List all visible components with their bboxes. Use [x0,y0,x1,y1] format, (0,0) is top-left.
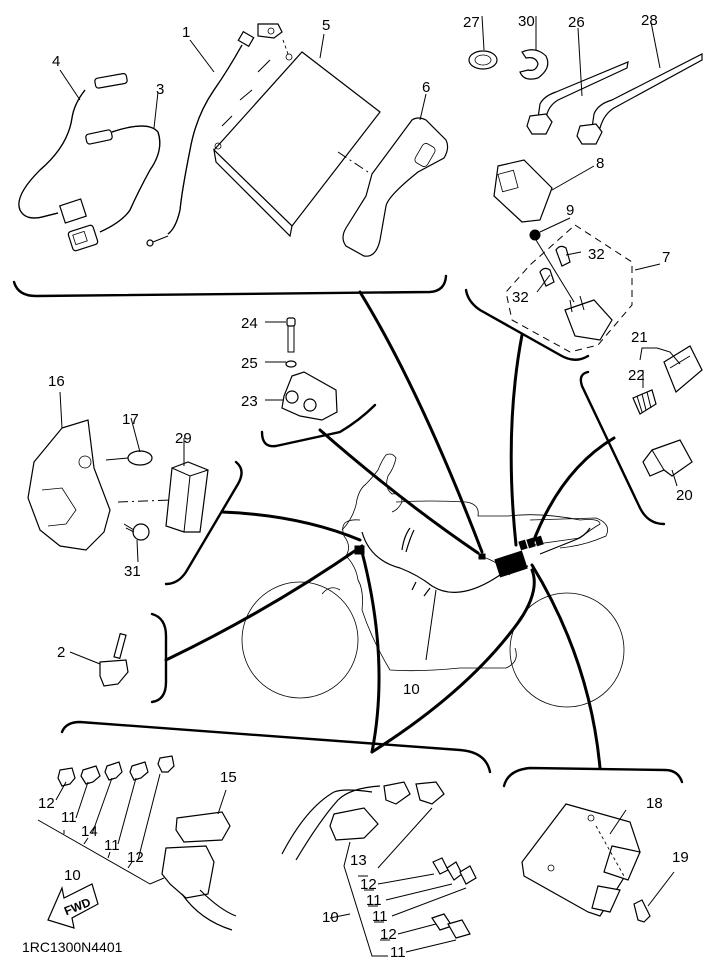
bracket-sensor-group [150,612,168,704]
callout-26[interactable]: 26 [568,14,585,31]
callout-1[interactable]: 1 [182,24,190,41]
part-19-bolt [633,899,651,923]
part-23-sensor [281,371,338,421]
part-20-connector [642,439,693,477]
callout-17[interactable]: 17 [122,411,139,428]
callout-10-center[interactable]: 10 [403,681,420,698]
part-25-washer [285,360,297,368]
part-17-clamp [105,450,153,466]
part-22-seal [632,389,657,415]
front-harness-parts [37,755,237,931]
callout-16[interactable]: 16 [48,373,65,390]
callout-32-upper[interactable]: 32 [588,246,605,263]
part-3-lead-wire [67,125,161,252]
callout-25[interactable]: 25 [241,355,258,372]
callout-30[interactable]: 30 [518,13,535,30]
callout-8[interactable]: 8 [596,155,604,172]
bracket-rectifier-group [502,766,684,788]
callout-10-front[interactable]: 10 [64,867,81,884]
part-31-screw [123,523,150,541]
callout-4[interactable]: 4 [52,53,60,70]
callout-leaders [55,15,681,907]
callout-32-lower[interactable]: 32 [512,289,529,306]
callout-22[interactable]: 22 [628,367,645,384]
part-30-clamp [519,49,549,80]
callout-11-rear-a[interactable]: 11 [366,892,382,909]
bracket-connector-group [579,370,666,526]
part-26-cable-tie [526,61,629,135]
harness-connector-small-3 [534,535,544,547]
part-29-ecu-unit [117,461,209,533]
part-7-starter-relay [505,224,633,353]
harness-main-connector [494,550,528,578]
part-28-cable-tie [576,53,703,145]
callout-12-rear-a[interactable]: 12 [360,876,377,893]
callout-13[interactable]: 13 [350,852,367,869]
wire-harness-center [354,527,591,597]
rear-harness-leaders [377,873,467,953]
group-brackets [12,274,684,788]
front-wheel-outline [241,581,359,699]
bracket-starter-relay-group [464,288,590,361]
part-2-sensor [99,632,129,687]
tail-outline [529,517,609,549]
callout-labels: 1 5 4 3 6 27 30 26 28 8 9 32 7 32 21 22 … [38,12,693,961]
motorcycle-outline [241,453,625,708]
callout-11-rear-b[interactable]: 11 [372,908,388,925]
callout-12-front-b[interactable]: 12 [127,849,144,866]
callout-2[interactable]: 2 [57,644,65,661]
rear-wheel-outline [509,592,625,708]
callout-18[interactable]: 18 [646,795,663,812]
part-27-clamp [468,50,498,70]
callout-10-rear[interactable]: 10 [322,909,339,926]
callout-7[interactable]: 7 [662,249,670,266]
part-24-bolt [286,317,296,353]
part-1-battery-cable [146,23,283,247]
callout-23[interactable]: 23 [241,393,258,410]
part-4-lead-wire [18,72,128,224]
callout-11-front-b[interactable]: 11 [104,837,120,854]
callout-21[interactable]: 21 [631,329,648,346]
part-9-fuse [529,229,541,241]
harness-connector-small-1 [518,539,528,551]
part-6-battery-band [342,117,449,257]
drawing-code: 1RC1300N4401 [22,939,123,955]
callout-5[interactable]: 5 [322,17,330,34]
callout-19[interactable]: 19 [672,849,689,866]
callout-11-front-a[interactable]: 11 [61,809,77,826]
callout-12-rear-b[interactable]: 12 [380,926,397,943]
callout-3[interactable]: 3 [156,81,164,98]
callout-28[interactable]: 28 [641,12,658,29]
frame-outline [321,453,601,672]
callout-20[interactable]: 20 [676,487,693,504]
callout-29[interactable]: 29 [175,430,192,447]
bracket-battery-group [12,274,448,298]
bracket-front-harness-group [60,720,492,774]
part-8-relay-cover [493,159,553,223]
bracket-sensor-mount-group [260,403,377,448]
part-18-rectifier [521,803,641,917]
leader-wires [164,290,616,770]
rear-harness-parts [281,781,477,957]
callout-24[interactable]: 24 [241,315,258,332]
harness-sensor-connector [478,553,486,560]
callout-9[interactable]: 9 [566,202,574,219]
bracket-ecu-bracket-group [164,460,243,586]
callout-31[interactable]: 31 [124,563,141,580]
callout-14[interactable]: 14 [81,823,98,840]
part-16-ecu-bracket [27,419,111,551]
callout-15[interactable]: 15 [220,769,237,786]
fwd-arrow[interactable]: FWD [47,883,99,929]
callout-11-rear-c[interactable]: 11 [390,944,406,961]
callout-6[interactable]: 6 [422,79,430,96]
callout-12-front-a[interactable]: 12 [38,795,55,812]
part-21-coupler [663,345,703,393]
part-5-battery [213,39,381,238]
callout-27[interactable]: 27 [463,14,480,31]
